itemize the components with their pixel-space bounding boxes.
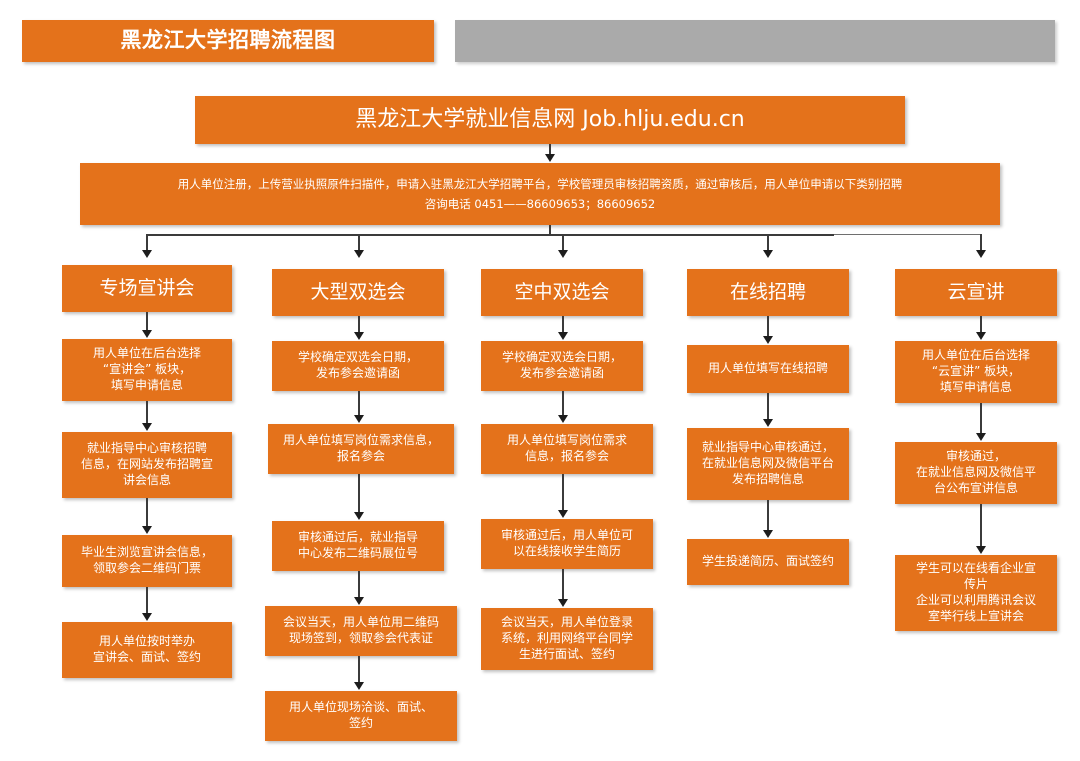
column-1-step-1[interactable]: 用人单位在后台选择 “宣讲会” 板块， 填写申请信息 bbox=[62, 339, 232, 401]
c2-arrow-2-3 bbox=[354, 512, 364, 520]
intro-banner: 用人单位注册，上传营业执照原件扫描件，申请入驻黑龙江大学招聘平台，学校管理员审核… bbox=[80, 163, 1000, 225]
column-3-step-2[interactable]: 用人单位填写岗位需求 信息，报名参会 bbox=[481, 424, 653, 474]
c1-link-1-2 bbox=[146, 401, 148, 425]
c4-link-1-2 bbox=[767, 393, 769, 421]
c4-link-h-s1 bbox=[767, 316, 769, 338]
column-5-step-3[interactable]: 学生可以在线看企业宣 传片 企业可以利用腾讯会议 室举行线上宣讲会 bbox=[895, 555, 1057, 631]
c1-arrow-h-s1 bbox=[142, 330, 152, 338]
column-1-step-3[interactable]: 毕业生浏览宣讲会信息， 领取参会二维码门票 bbox=[62, 535, 232, 587]
column-2-step-5[interactable]: 用人单位现场洽谈、面试、 签约 bbox=[265, 691, 457, 741]
c4-arrow-h-s1 bbox=[763, 336, 773, 344]
c5-arrow-1-2 bbox=[976, 433, 986, 441]
column-2-step-3[interactable]: 审核通过后，就业指导 中心发布二维码展位号 bbox=[272, 521, 444, 571]
column-4-step-1[interactable]: 用人单位填写在线招聘 bbox=[687, 345, 849, 393]
intro-line-2: 咨询电话 0451——86609653；86609652 bbox=[424, 197, 656, 211]
connector-bus-extension-right bbox=[834, 234, 982, 236]
c2-arrow-4-5 bbox=[354, 682, 364, 690]
c1-arrow-2-3 bbox=[142, 526, 152, 534]
branch-drop-2 bbox=[358, 234, 360, 252]
column-header-4[interactable]: 在线招聘 bbox=[687, 269, 849, 316]
c2-arrow-h-s1 bbox=[354, 332, 364, 340]
c4-link-2-3 bbox=[767, 500, 769, 532]
column-1-step-2[interactable]: 就业指导中心审核招聘 信息，在网站发布招聘宣 讲会信息 bbox=[62, 432, 232, 498]
c2-link-3-4 bbox=[358, 571, 360, 599]
c2-link-2-3 bbox=[358, 474, 360, 514]
arrow-branch-4 bbox=[763, 250, 773, 258]
c2-arrow-3-4 bbox=[354, 597, 364, 605]
column-3-step-1[interactable]: 学校确定双选会日期， 发布参会邀请函 bbox=[481, 341, 643, 391]
arrow-site-to-intro bbox=[545, 154, 555, 162]
column-4-step-2[interactable]: 就业指导中心审核通过， 在就业信息网及微信平台 发布招聘信息 bbox=[687, 428, 849, 500]
branch-drop-5 bbox=[980, 234, 982, 252]
page-title: 黑龙江大学招聘流程图 bbox=[22, 20, 434, 62]
connector-distribution-bus bbox=[146, 234, 834, 236]
column-1-step-4[interactable]: 用人单位按时举办 宣讲会、面试、签约 bbox=[62, 622, 232, 678]
column-5-step-1[interactable]: 用人单位在后台选择 “云宣讲” 板块， 填写申请信息 bbox=[895, 341, 1057, 403]
c2-arrow-1-2 bbox=[354, 415, 364, 423]
c5-link-h-s1 bbox=[980, 316, 982, 334]
column-2-step-4[interactable]: 会议当天，用人单位用二维码 现场签到，领取参会代表证 bbox=[265, 606, 457, 656]
c3-link-3-4 bbox=[562, 569, 564, 601]
arrow-branch-5 bbox=[976, 250, 986, 258]
c5-arrow-2-3 bbox=[976, 546, 986, 554]
c1-link-h-s1 bbox=[146, 312, 148, 332]
c3-arrow-h-s1 bbox=[558, 332, 568, 340]
column-2-step-2[interactable]: 用人单位填写岗位需求信息， 报名参会 bbox=[268, 424, 454, 474]
column-header-5[interactable]: 云宣讲 bbox=[895, 269, 1057, 316]
gray-banner-bar bbox=[455, 20, 1055, 62]
intro-line-1: 用人单位注册，上传营业执照原件扫描件，申请入驻黑龙江大学招聘平台，学校管理员审核… bbox=[177, 176, 903, 191]
c3-arrow-1-2 bbox=[558, 415, 568, 423]
column-header-2[interactable]: 大型双选会 bbox=[272, 269, 444, 316]
c3-link-2-3 bbox=[562, 474, 564, 512]
c1-arrow-1-2 bbox=[142, 423, 152, 431]
arrow-branch-3 bbox=[558, 250, 568, 258]
c2-link-h-s1 bbox=[358, 316, 360, 334]
column-3-step-4[interactable]: 会议当天，用人单位登录 系统，利用网络平台同学 生进行面试、签约 bbox=[481, 608, 653, 670]
c2-link-1-2 bbox=[358, 391, 360, 417]
arrow-branch-2 bbox=[354, 250, 364, 258]
c3-link-h-s1 bbox=[562, 316, 564, 334]
site-banner: 黑龙江大学就业信息网 Job.hlju.edu.cn bbox=[195, 96, 905, 144]
c5-link-2-3 bbox=[980, 504, 982, 548]
column-header-3[interactable]: 空中双选会 bbox=[481, 269, 643, 316]
c5-link-1-2 bbox=[980, 403, 982, 435]
branch-drop-1 bbox=[146, 234, 148, 252]
branch-drop-4 bbox=[767, 234, 769, 252]
column-3-step-3[interactable]: 审核通过后，用人单位可 以在线接收学生简历 bbox=[481, 519, 653, 569]
c4-arrow-1-2 bbox=[763, 419, 773, 427]
column-4-step-3[interactable]: 学生投递简历、面试签约 bbox=[687, 539, 849, 585]
connector-site-to-intro bbox=[549, 144, 551, 155]
column-header-1[interactable]: 专场宣讲会 bbox=[62, 265, 232, 312]
arrow-branch-1 bbox=[142, 250, 152, 258]
connector-intro-down bbox=[549, 225, 551, 235]
column-2-step-1[interactable]: 学校确定双选会日期， 发布参会邀请函 bbox=[272, 341, 444, 391]
c1-link-3-4 bbox=[146, 587, 148, 615]
c2-link-4-5 bbox=[358, 656, 360, 684]
c1-arrow-3-4 bbox=[142, 613, 152, 621]
c3-link-1-2 bbox=[562, 391, 564, 417]
c5-arrow-h-s1 bbox=[976, 332, 986, 340]
c4-arrow-2-3 bbox=[763, 530, 773, 538]
c3-arrow-2-3 bbox=[558, 510, 568, 518]
c1-link-2-3 bbox=[146, 498, 148, 528]
c3-arrow-3-4 bbox=[558, 599, 568, 607]
branch-drop-3 bbox=[562, 234, 564, 252]
column-5-step-2[interactable]: 审核通过， 在就业信息网及微信平 台公布宣讲信息 bbox=[895, 442, 1057, 504]
